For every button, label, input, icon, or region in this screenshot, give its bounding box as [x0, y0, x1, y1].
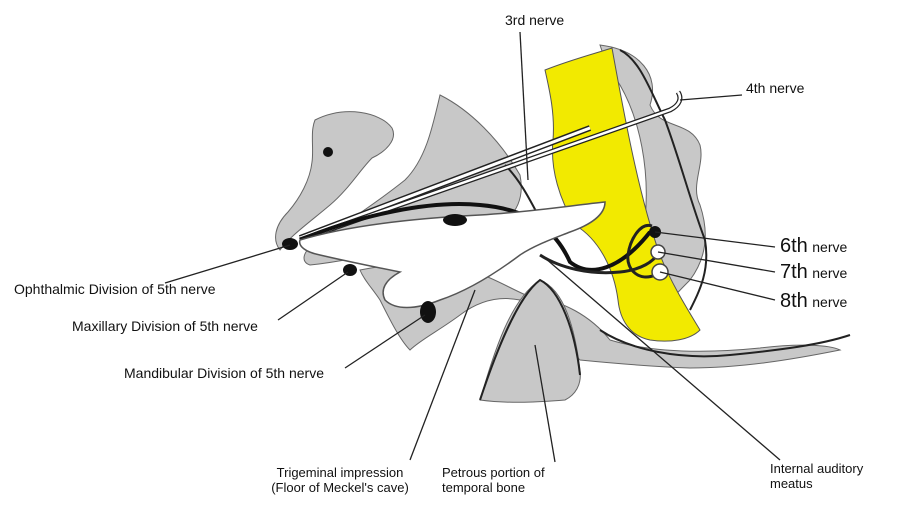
label-iam-line2: meatus — [770, 477, 863, 492]
label-seventh-word: nerve — [812, 265, 847, 281]
label-trigeminal-line1: Trigeminal impression — [250, 466, 430, 481]
label-fourth-nerve: 4th nerve — [746, 80, 804, 96]
label-third-nerve: 3rd nerve — [505, 12, 564, 28]
leader-ophthalmic — [165, 245, 290, 283]
label-petrous-line1: Petrous portion of — [442, 466, 545, 481]
label-eighth-nerve: 8th nerve — [780, 290, 847, 313]
ophthalmic-foramen — [282, 238, 298, 250]
label-petrous-line2: temporal bone — [442, 481, 545, 496]
leader-fourth-nerve — [680, 95, 742, 100]
label-seventh-nerve: 7th nerve — [780, 261, 847, 284]
mandibular-foramen — [420, 301, 436, 323]
label-sixth-num: 6th — [780, 235, 808, 257]
label-sixth-nerve: 6th nerve — [780, 235, 847, 258]
label-eighth-num: 8th — [780, 290, 808, 312]
leader-maxillary — [278, 272, 348, 320]
label-ophthalmic-division: Ophthalmic Division of 5th nerve — [14, 281, 216, 297]
label-trigeminal-impression: Trigeminal impression (Floor of Meckel's… — [250, 466, 430, 496]
label-eighth-word: nerve — [812, 294, 847, 310]
cavernous-dark-spot — [443, 214, 467, 226]
label-petrous-portion: Petrous portion of temporal bone — [442, 466, 545, 496]
label-internal-auditory-meatus: Internal auditory meatus — [770, 462, 863, 492]
label-maxillary-division: Maxillary Division of 5th nerve — [72, 318, 258, 334]
label-iam-line1: Internal auditory — [770, 462, 863, 477]
label-seventh-num: 7th — [780, 261, 808, 283]
label-mandibular-division: Mandibular Division of 5th nerve — [124, 365, 324, 381]
small-dark-dot — [323, 147, 333, 157]
label-sixth-word: nerve — [812, 239, 847, 255]
leader-third-nerve — [520, 32, 528, 180]
label-trigeminal-line2: (Floor of Meckel's cave) — [250, 481, 430, 496]
